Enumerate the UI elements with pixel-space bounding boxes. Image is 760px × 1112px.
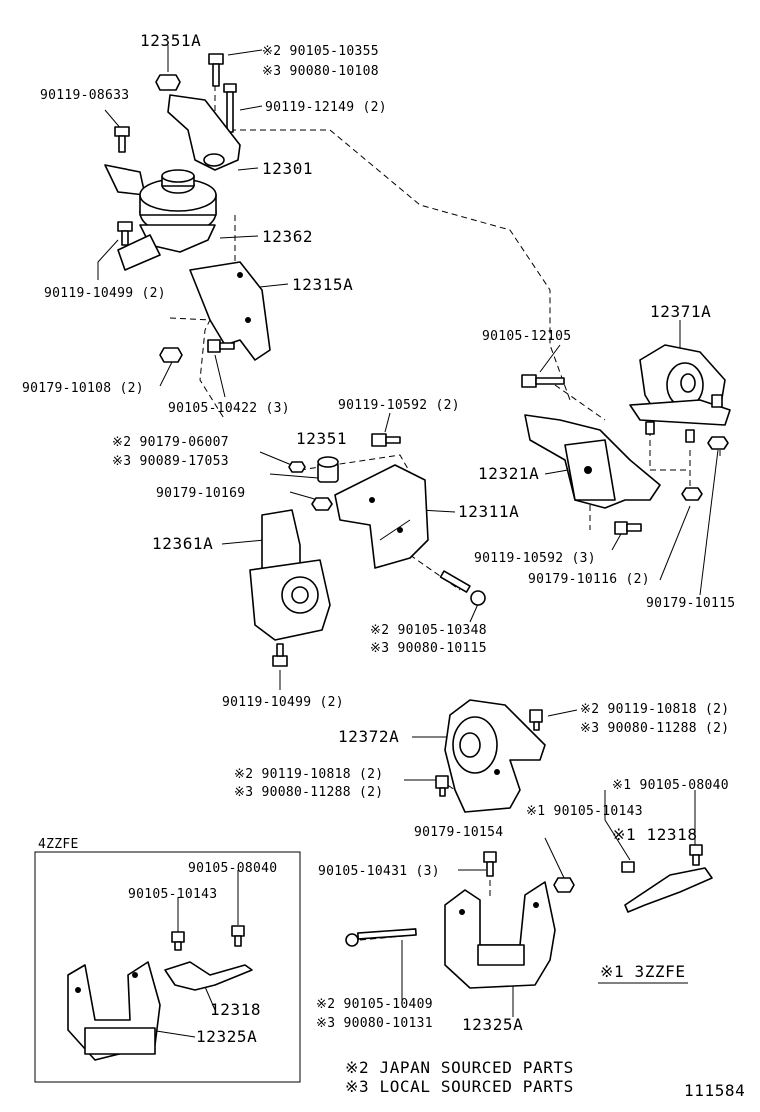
- bolt-90105-12105: [521, 374, 565, 388]
- bolt-90105-08040-box: [231, 925, 245, 947]
- label-90105-10409: ※2 90105-10409: [316, 997, 433, 1012]
- label-90119-10818-b: ※2 90119-10818 (2): [234, 767, 383, 782]
- bracket-12325A: [444, 881, 556, 989]
- bolt-90105-10409: [345, 928, 417, 947]
- label-box-12325A: 12325A: [196, 1027, 257, 1046]
- note-japan-sourced: ※2 JAPAN SOURCED PARTS: [345, 1058, 574, 1077]
- 4ZZFE-inset: [34, 851, 301, 1083]
- label-12361A: 12361A: [152, 534, 213, 553]
- bracket-12311A: [334, 464, 429, 569]
- inset-title: 4ZZFE: [38, 837, 79, 852]
- bracket-12315A: [189, 261, 271, 361]
- label-90105-10431: 90105-10431 (3): [318, 864, 440, 879]
- bracket-12318-3ZZFE: [621, 844, 713, 913]
- nut-12351A: [155, 74, 181, 91]
- label-90080-11288-b: ※3 90080-11288 (2): [234, 785, 383, 800]
- label-12311A: 12311A: [458, 502, 519, 521]
- label-90105-10355: ※2 90105-10355: [262, 44, 379, 59]
- mount-12371A: [629, 344, 731, 426]
- label-90080-10108: ※3 90080-10108: [262, 64, 379, 79]
- bolt-90105-10431: [483, 851, 497, 877]
- label-90119-10592-b: 90119-10592 (3): [474, 551, 596, 566]
- bolt-90119-10592-a: [371, 433, 401, 447]
- label-90105-10348: ※2 90105-10348: [370, 623, 487, 638]
- nut-90179-10154: [553, 877, 575, 893]
- label-90179-10108: 90179-10108 (2): [22, 381, 144, 396]
- nut-90179-10108: [159, 347, 183, 363]
- label-box-90105-10143: 90105-10143: [128, 887, 217, 902]
- lower-right-parts: [345, 699, 713, 989]
- label-3ZZFE: ※1 3ZZFE: [600, 962, 686, 981]
- label-90119-10499-a: 90119-10499 (2): [44, 286, 166, 301]
- label-90119-10592-a: 90119-10592 (2): [338, 398, 460, 413]
- label-90179-10169: 90179-10169: [156, 486, 245, 501]
- bolt-90105-10348: [439, 570, 486, 606]
- label-90119-10818-a: ※2 90119-10818 (2): [580, 702, 729, 717]
- bracket-12318-box: [164, 961, 253, 991]
- label-90105-10422: 90105-10422 (3): [168, 401, 290, 416]
- label-12318-a: ※1 12318: [612, 825, 698, 844]
- label-90105-10143-a: ※1 90105-10143: [526, 804, 643, 819]
- label-90105-08040-a: ※1 90105-08040: [612, 778, 729, 793]
- label-90179-10154: 90179-10154: [414, 825, 503, 840]
- bolt-90105-10143-box: [171, 931, 185, 951]
- bushing-12351: [317, 456, 339, 483]
- label-box-12318: 12318: [210, 1000, 261, 1019]
- label-12301: 12301: [262, 159, 313, 178]
- bolt-90119-10818-b: [435, 775, 449, 797]
- right-parts: [521, 344, 731, 535]
- note-local-sourced: ※3 LOCAL SOURCED PARTS: [345, 1077, 574, 1096]
- bolt-90119-10592-b: [614, 521, 642, 535]
- label-90179-10115: 90179-10115: [646, 596, 735, 611]
- top-mount-assembly: [104, 53, 271, 363]
- inset-frame: [34, 851, 301, 1083]
- nut-90179-10116: [681, 487, 703, 501]
- mount-12362: [104, 164, 217, 271]
- label-90089-17053: ※3 90089-17053: [112, 454, 229, 469]
- nut-90179-06007: [288, 461, 306, 473]
- label-90179-06007: ※2 90179-06007: [112, 435, 229, 450]
- nut-90179-10115: [707, 436, 729, 450]
- label-12325A: 12325A: [462, 1015, 523, 1034]
- diagram-id: 111584: [684, 1081, 745, 1100]
- label-12362: 12362: [262, 227, 313, 246]
- bracket-12325A-box: [67, 961, 161, 1061]
- mount-12361A: [249, 509, 331, 641]
- bolt-90119-10818-a: [529, 709, 543, 731]
- label-90080-10115: ※3 90080-10115: [370, 641, 487, 656]
- label-12351A: 12351A: [140, 31, 201, 50]
- bolt-90119-08633: [114, 126, 130, 153]
- label-90080-11288-a: ※3 90080-11288 (2): [580, 721, 729, 736]
- bolt-90119-10499-a: [117, 221, 133, 246]
- label-12371A: 12371A: [650, 302, 711, 321]
- bracket-12301: [167, 94, 241, 171]
- label-12321A: 12321A: [478, 464, 539, 483]
- bolt-90105-10422: [207, 339, 235, 353]
- nut-90179-10169: [311, 497, 333, 511]
- label-90105-12105: 90105-12105: [482, 329, 571, 344]
- label-12351: 12351: [296, 429, 347, 448]
- middle-left-parts: [249, 433, 486, 667]
- label-90080-10131: ※3 90080-10131: [316, 1016, 433, 1031]
- label-90119-10499-b: 90119-10499 (2): [222, 695, 344, 710]
- mount-12372A: [444, 699, 546, 813]
- labels: 12351A ※2 90105-10355 ※3 90080-10108 901…: [22, 31, 745, 1100]
- label-box-90105-08040: 90105-08040: [188, 861, 277, 876]
- label-12315A: 12315A: [292, 275, 353, 294]
- bolt-90105-10355: [208, 53, 224, 87]
- bolt-90119-12149: [223, 83, 237, 133]
- label-90119-08633: 90119-08633: [40, 88, 129, 103]
- label-12372A: 12372A: [338, 727, 399, 746]
- label-90179-10116: 90179-10116 (2): [528, 572, 650, 587]
- label-90119-12149: 90119-12149 (2): [265, 100, 387, 115]
- bolt-90119-10499-b: [272, 643, 288, 667]
